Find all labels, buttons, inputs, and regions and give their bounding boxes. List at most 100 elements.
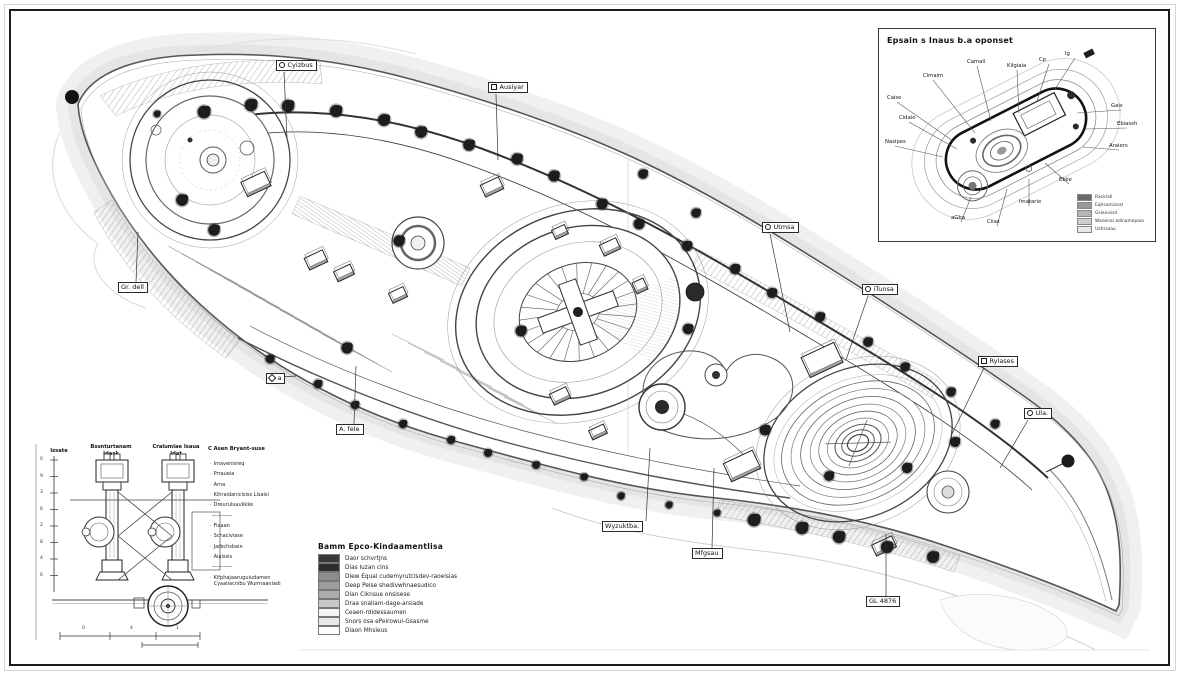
inset-legend-label: Gsieinsisd	[1095, 210, 1118, 216]
detail-list-item: ————	[212, 564, 232, 571]
detail-list-item: Kihraidanicisiss Lisaisi	[210, 492, 290, 499]
inset-legend-swatch	[1077, 217, 1092, 225]
legend-swatch	[318, 554, 340, 563]
detail-list-item: Arna	[210, 482, 290, 489]
legend-label: Ceaen-rdidessaumen	[345, 609, 407, 616]
callout-label: Cyizbus	[276, 60, 317, 71]
inset-title: Epsain s Inaus b.a oponset	[887, 36, 1014, 45]
detail-list-item: Fiaaan	[210, 523, 290, 530]
ruler-digit: 3	[40, 490, 43, 495]
legend-label: Dian Ciknsue onsisese	[345, 591, 410, 598]
inset-map-label: Cp	[1039, 57, 1047, 63]
legend-row: Ceaen-rdidessaumen	[318, 608, 498, 617]
dimension-line	[59, 632, 201, 648]
inset-map-label: Nasipes	[885, 139, 906, 145]
callout-label: A. fele	[336, 424, 364, 435]
ruler-digit: 4	[40, 556, 43, 561]
callout-text: Cyizbus	[287, 61, 313, 69]
radial-plaza	[475, 224, 681, 400]
inset-legend-row: Gsieinsisd	[1077, 209, 1151, 217]
plan-circle	[133, 585, 201, 627]
inset-map-label: Cidaie	[899, 115, 916, 121]
callout-label: a	[266, 373, 286, 384]
inset-map-label: Cimaim	[923, 73, 944, 79]
small-plaza	[391, 216, 970, 514]
ruler-digit: 9	[40, 473, 43, 479]
detail-list-item: Jarbchsbain	[210, 544, 290, 551]
pin-icon	[279, 62, 285, 69]
inset-legend-label: Eqhsum/ansl	[1095, 202, 1124, 208]
detail-list-item: Imavenisreq	[210, 461, 290, 468]
callout-label: GL 4876	[866, 596, 901, 607]
callout-text: Ausiyar	[499, 83, 524, 91]
callout-label: Wyzuktba.	[602, 521, 644, 532]
callout-label: Mfgsau	[692, 548, 723, 559]
inset-legend-row: Wanenai adinamopaia	[1077, 217, 1151, 225]
inset-map-label: Gais	[1111, 103, 1123, 109]
detail-scale-header: Izsate	[50, 448, 68, 454]
legend-label: Daor schvrtjns	[345, 555, 388, 562]
circular-plaza	[145, 95, 275, 225]
legend-label: Deep Pelse shedivwhnaesudico	[345, 582, 436, 589]
inset-legend-swatch	[1077, 225, 1092, 233]
trees	[152, 97, 1002, 565]
inset-legend-row: Ustrisaau	[1077, 225, 1151, 233]
buildings	[240, 167, 898, 557]
detail-annotation-list: ImavenisreqPrraueiaArnaKihraidanicisiss …	[210, 461, 290, 592]
inset-legend-swatch	[1077, 209, 1092, 217]
inset-overview-map: Epsain s Inaus b.a oponset	[878, 28, 1156, 242]
callout-text: Gr. dell	[121, 283, 144, 291]
callout-text: GL 4876	[869, 597, 897, 605]
dimension-value: 0	[82, 626, 85, 631]
pond	[638, 383, 761, 471]
callout-text: Utmsa	[773, 223, 795, 231]
diamond-icon	[267, 374, 277, 383]
terraced-mound	[773, 374, 943, 512]
legend-label: Dias luzan cins	[345, 564, 389, 571]
inset-map-label: Imatarie	[1019, 199, 1042, 205]
callout-label: Ausiyar	[488, 82, 528, 93]
legend-row: Dias luzan cins	[318, 563, 498, 572]
legend-row: Deep Pelse shedivwhnaesudico	[318, 581, 498, 590]
inset-map-label: Kilgiaia	[1007, 63, 1027, 69]
detail-list-item: Dreuruluaulikke	[210, 503, 290, 509]
inset-legend-swatch	[1077, 201, 1092, 209]
legend-row: Dian Ciknsue onsisese	[318, 590, 498, 599]
legend-swatch	[318, 608, 340, 617]
callout-text: Ula.	[1035, 409, 1049, 417]
ruler-digit: 6	[40, 572, 43, 578]
inset-legend-label: Wanenai adinamopaia	[1095, 218, 1144, 224]
callout-text: a	[277, 374, 282, 382]
ruler-digit: 8	[40, 539, 43, 545]
inset-legend-label: Ustrisaau	[1095, 226, 1116, 232]
legend-swatch	[318, 599, 340, 608]
edge-markers	[65, 90, 1075, 473]
callout-label: Ula.	[1024, 408, 1053, 419]
inset-legend-row: Eqhsum/ansl	[1077, 201, 1151, 209]
inset-legend-swatch	[1077, 193, 1092, 201]
inset-map-label: Camall	[967, 59, 986, 65]
inset-map-label: aGba	[951, 215, 965, 221]
detail-list-title: C Asen Bryant-suse	[208, 446, 265, 452]
detail-left-header: Bssnturtanam Idask	[90, 444, 132, 457]
legend-swatch	[318, 626, 340, 635]
ruler-digit: 6	[40, 506, 43, 512]
callout-text: Wyzuktba.	[605, 522, 640, 530]
legend-swatch	[318, 590, 340, 599]
legend-row: Diaon Mhsleus	[318, 626, 498, 635]
detail-list-item: Kifphajaaruguiudamen Cyaaiiacnibu Wurrna…	[210, 575, 290, 588]
dimension-value: 4	[130, 626, 133, 631]
callout-label: Rylases	[978, 356, 1019, 367]
detail-list-item: Prraueia	[210, 472, 290, 478]
detail-list-item: Schaciviase	[210, 534, 290, 540]
callout-text: iTunsa	[873, 285, 894, 293]
legend-label: Draa snaliam-dage-arsiade	[345, 600, 424, 607]
callout-label: iTunsa	[862, 284, 898, 295]
ruler-digit: 0	[40, 457, 43, 462]
inset-map-label: Ebiie	[1059, 177, 1072, 183]
box-icon	[981, 358, 987, 365]
callout-text: Mfgsau	[695, 549, 719, 557]
